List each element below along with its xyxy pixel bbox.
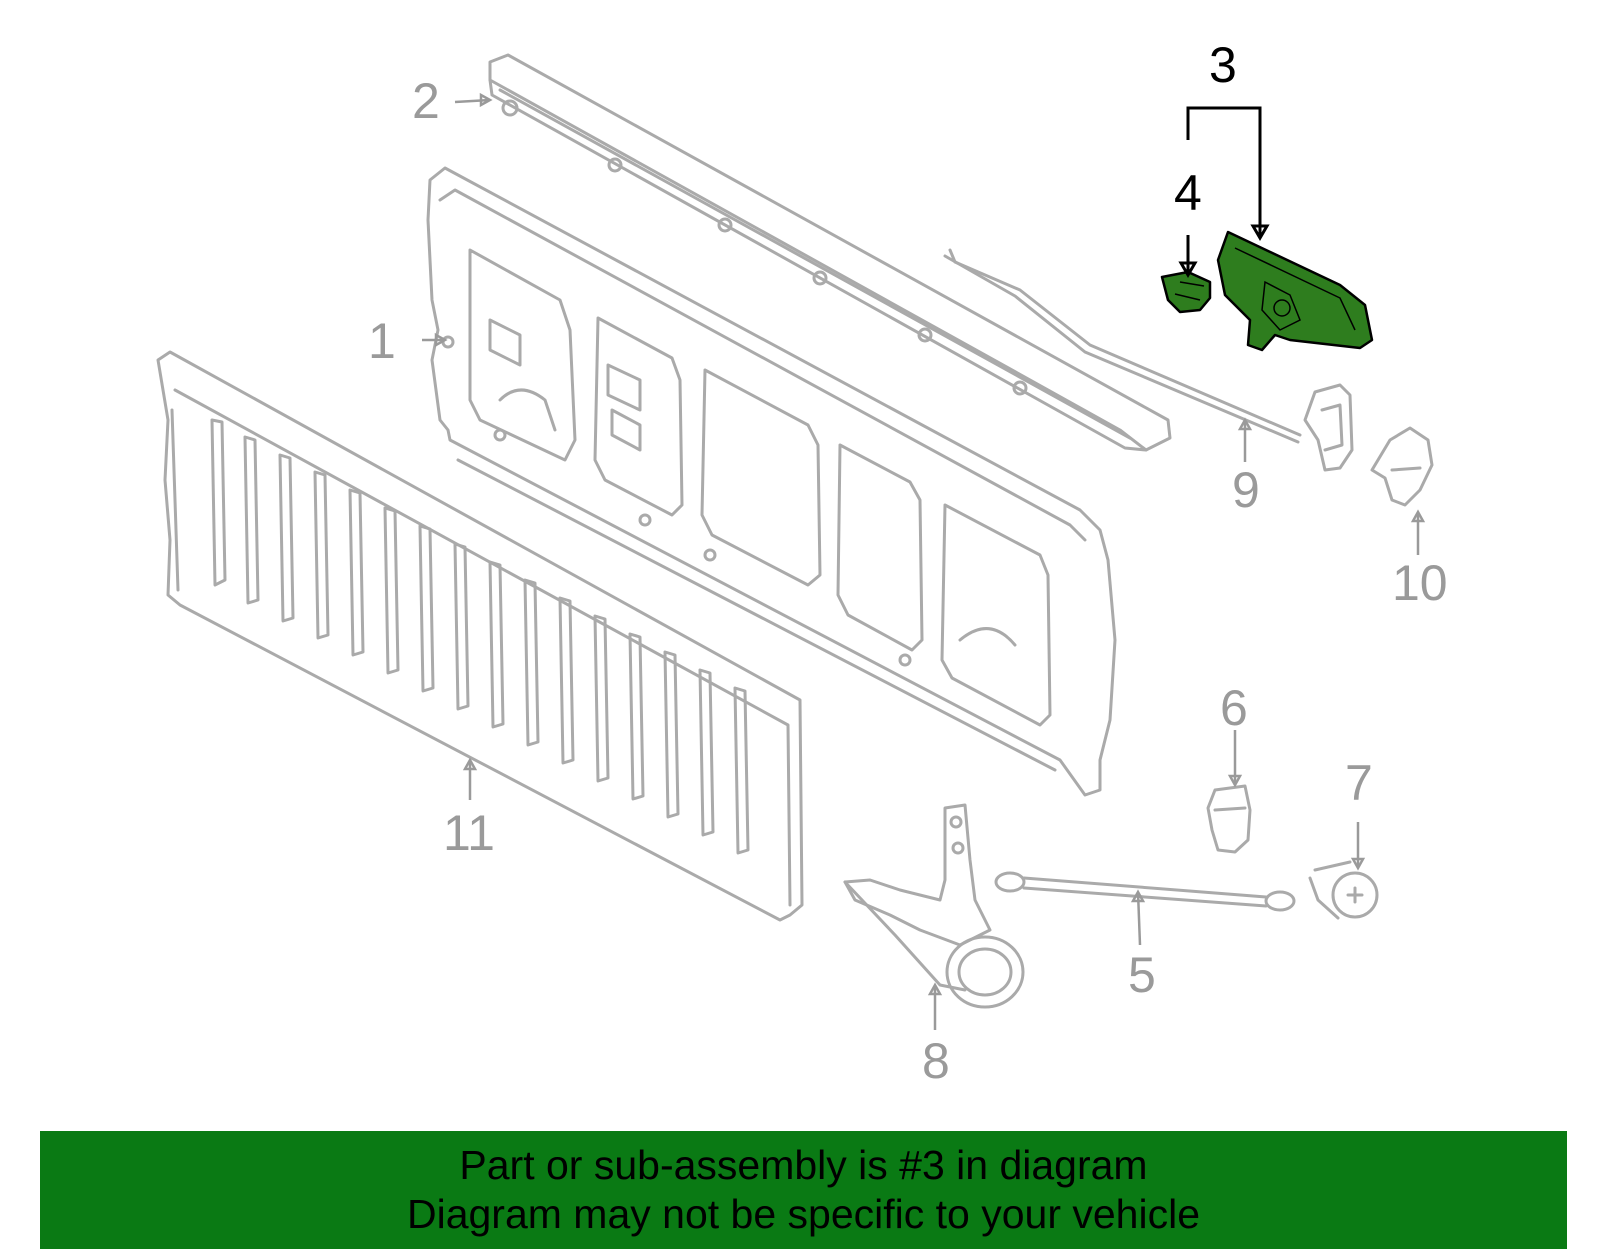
callout-8: 8 bbox=[922, 1033, 950, 1089]
part-3-handle-assembly[interactable] bbox=[1216, 230, 1374, 352]
callout-1: 1 bbox=[368, 313, 396, 369]
callout-7: 7 bbox=[1345, 755, 1373, 811]
callout-2: 2 bbox=[412, 73, 440, 129]
part-10-latch[interactable] bbox=[1370, 426, 1434, 507]
part-8-hinge[interactable] bbox=[843, 803, 1025, 1009]
callout-10: 10 bbox=[1392, 555, 1448, 611]
parts-diagram: 2 1 11 3 4 9 10 6 7 5 8 bbox=[156, 37, 1448, 1089]
part-9-rod-latch[interactable] bbox=[943, 248, 1354, 472]
banner-line-2: Diagram may not be specific to your vehi… bbox=[406, 1191, 1200, 1237]
callout-11: 11 bbox=[443, 805, 495, 861]
callout-3: 3 bbox=[1209, 37, 1237, 93]
banner-line-1: Part or sub-assembly is #3 in diagram bbox=[459, 1142, 1148, 1188]
part-5-cable[interactable] bbox=[994, 871, 1296, 912]
part-11-outer-panel[interactable] bbox=[156, 350, 804, 922]
callout-9: 9 bbox=[1232, 462, 1260, 518]
callout-4: 4 bbox=[1174, 165, 1202, 221]
callout-5: 5 bbox=[1128, 947, 1156, 1003]
info-banner: Part or sub-assembly is #3 in diagram Di… bbox=[40, 1131, 1567, 1249]
leader-lines-highlighted bbox=[1178, 106, 1270, 278]
part-2-top-rail[interactable] bbox=[488, 53, 1172, 452]
part-4-handle-bezel[interactable] bbox=[1160, 270, 1212, 314]
part-6-bracket[interactable] bbox=[1206, 784, 1252, 854]
callout-6: 6 bbox=[1220, 680, 1248, 736]
part-7-bushing[interactable] bbox=[1308, 860, 1379, 920]
leader-lines bbox=[422, 92, 1426, 1030]
part-1-inner-panel[interactable] bbox=[426, 166, 1117, 797]
